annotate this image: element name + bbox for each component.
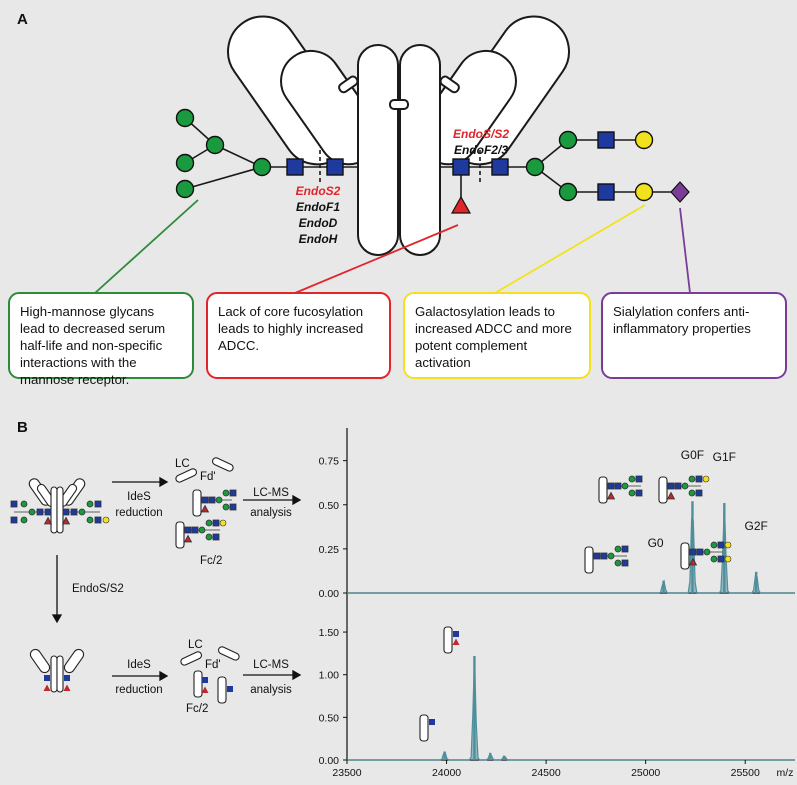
step-lcms-top: LC-MS xyxy=(253,487,289,499)
spectrum-trace xyxy=(347,502,795,594)
fragment-fd-bottom: Fd' xyxy=(205,659,221,671)
callout-galactosylation: Galactosylation leads to increased ADCC … xyxy=(403,292,591,379)
enzyme-endof1: EndoF1 xyxy=(296,200,340,214)
enzyme-endoh: EndoH xyxy=(299,232,338,246)
fragment-fc-bottom: Fc/2 xyxy=(186,703,208,715)
y-tick-label: 0.00 xyxy=(319,588,340,600)
fragments-top-glycans xyxy=(184,489,237,543)
arrow-endos xyxy=(51,555,63,624)
step-analysis-bottom: analysis xyxy=(250,684,292,696)
x-tick-label: 24000 xyxy=(432,767,461,779)
right-glycan xyxy=(440,130,690,214)
intact-antibody-small xyxy=(28,478,86,534)
enzyme-endof2-3: EndoF2/3 xyxy=(454,143,508,157)
callout-fucosylation: Lack of core fucosylation leads to highl… xyxy=(206,292,391,379)
step-reduction-bottom: reduction xyxy=(115,684,162,696)
y-tick-label: 1.00 xyxy=(319,670,340,682)
peak-icons-bottom xyxy=(419,626,460,742)
callout-high-mannose-text: High-mannose glycans lead to decreased s… xyxy=(20,304,166,387)
fragment-fc-top: Fc/2 xyxy=(200,555,222,567)
arrow-lcms-top xyxy=(243,494,302,506)
panel-b-letter: B xyxy=(17,419,28,436)
fragment-lc-bottom: LC xyxy=(188,639,203,651)
x-axis-label: m/z xyxy=(777,767,794,779)
y-tick-label: 0.75 xyxy=(319,456,340,468)
peak-label: G1F xyxy=(713,450,736,464)
step-lcms-bottom: LC-MS xyxy=(253,659,289,671)
deglycosylated-antibody-small xyxy=(29,648,85,693)
enzyme-endos2: EndoS2 xyxy=(296,184,341,198)
x-tick-label: 24500 xyxy=(532,767,561,779)
left-glycan xyxy=(175,108,358,199)
fragments-bottom-glycans xyxy=(201,677,233,693)
step-reduction-top: reduction xyxy=(115,507,162,519)
callout-fucosylation-text: Lack of core fucosylation leads to highl… xyxy=(218,304,364,353)
y-tick-label: 0.25 xyxy=(319,544,340,556)
panel-a-letter: A xyxy=(17,11,28,28)
y-tick-label: 1.50 xyxy=(319,627,340,639)
step-analysis-top: analysis xyxy=(250,507,292,519)
arrow-ides-top xyxy=(112,476,169,488)
callout-lines xyxy=(94,199,691,294)
enzyme-labels-left: EndoS2 EndoF1 EndoD EndoH xyxy=(296,184,341,246)
arrow-lcms-bottom xyxy=(243,669,302,681)
y-tick-label: 0.50 xyxy=(319,712,340,724)
enzyme-labels-right: EndoS/S2 EndoF2/3 xyxy=(453,127,509,157)
intact-antibody-glycans xyxy=(10,500,110,525)
antibody-diagram xyxy=(227,15,570,256)
fragments-top xyxy=(175,457,234,549)
x-tick-label: 25000 xyxy=(631,767,660,779)
callout-high-mannose: High-mannose glycans lead to decreased s… xyxy=(8,292,194,387)
spectrum-trace xyxy=(347,656,795,761)
callout-sialylation: Sialylation confers anti-inflammatory pr… xyxy=(601,292,787,379)
y-tick-label: 0.00 xyxy=(319,755,340,767)
enzyme-endod: EndoD xyxy=(299,216,338,230)
top-spectrum: 0.75 0.50 0.25 0.00 G0F G1F G2F G0 xyxy=(319,448,795,600)
y-tick-label: 0.50 xyxy=(319,500,340,512)
step-ides-top: IdeS xyxy=(127,491,151,503)
step-endos: EndoS/S2 xyxy=(72,583,124,595)
step-ides-bottom: IdeS xyxy=(127,659,151,671)
peak-label: G2F xyxy=(745,519,768,533)
enzyme-endos-s2: EndoS/S2 xyxy=(453,127,509,141)
fragment-lc-top: LC xyxy=(175,458,190,470)
x-tick-label: 23500 xyxy=(332,767,361,779)
arrow-ides-bottom xyxy=(112,670,169,682)
callout-sialylation-text: Sialylation confers anti-inflammatory pr… xyxy=(613,304,751,336)
fragments-bottom xyxy=(180,646,240,704)
peak-icons-top xyxy=(584,475,732,574)
callout-galactosylation-text: Galactosylation leads to increased ADCC … xyxy=(415,304,572,370)
fragment-fd-top: Fd' xyxy=(200,471,216,483)
x-tick-label: 25500 xyxy=(731,767,760,779)
peak-label: G0F xyxy=(681,448,704,462)
ms-spectra: 0.75 0.50 0.25 0.00 G0F G1F G2F G0 1.50 1.00 0.50… xyxy=(319,428,795,779)
peak-label: G0 xyxy=(648,536,664,550)
